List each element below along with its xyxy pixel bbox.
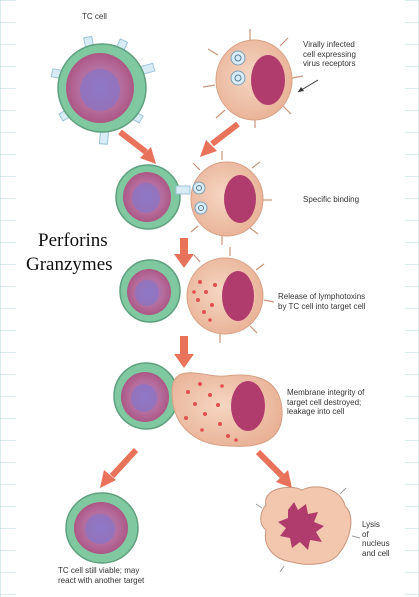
arrow-virus-down [200, 124, 238, 157]
tc-cell-release [120, 260, 180, 322]
release-label: Release of lymphotoxins by TC cell into … [278, 292, 398, 311]
tc-cell-viable [66, 493, 138, 563]
virus-cell-label: Virally infected cell expressing virus r… [303, 40, 403, 69]
tc-cell-label: TC cell [82, 12, 107, 22]
target-cell-swollen [172, 373, 282, 447]
viable-label: TC cell still viable; may react with ano… [58, 566, 178, 585]
virus-cell-binding [191, 151, 272, 245]
virus-cell-top [203, 29, 303, 128]
granzymes-label: Granzymes [26, 254, 113, 276]
lysed-cell [256, 487, 360, 572]
membrane-label: Membrane integrity of target cell destro… [287, 388, 399, 417]
arrow-to-lysis [258, 452, 292, 488]
target-cell-release [187, 247, 274, 343]
tc-cell-top [51, 36, 154, 144]
arrow-tc-down [120, 132, 156, 164]
specific-binding-label: Specific binding [303, 195, 359, 205]
arrow-binding-down [174, 238, 194, 268]
arrow-release-down [174, 336, 194, 368]
arrow-to-viable [100, 450, 136, 488]
lysis-label: Lysis of nucleus and cell [362, 520, 402, 558]
tc-cell-binding [116, 165, 190, 229]
tc-cell-membrane [114, 363, 178, 429]
perforins-label: Perforins [38, 230, 108, 252]
